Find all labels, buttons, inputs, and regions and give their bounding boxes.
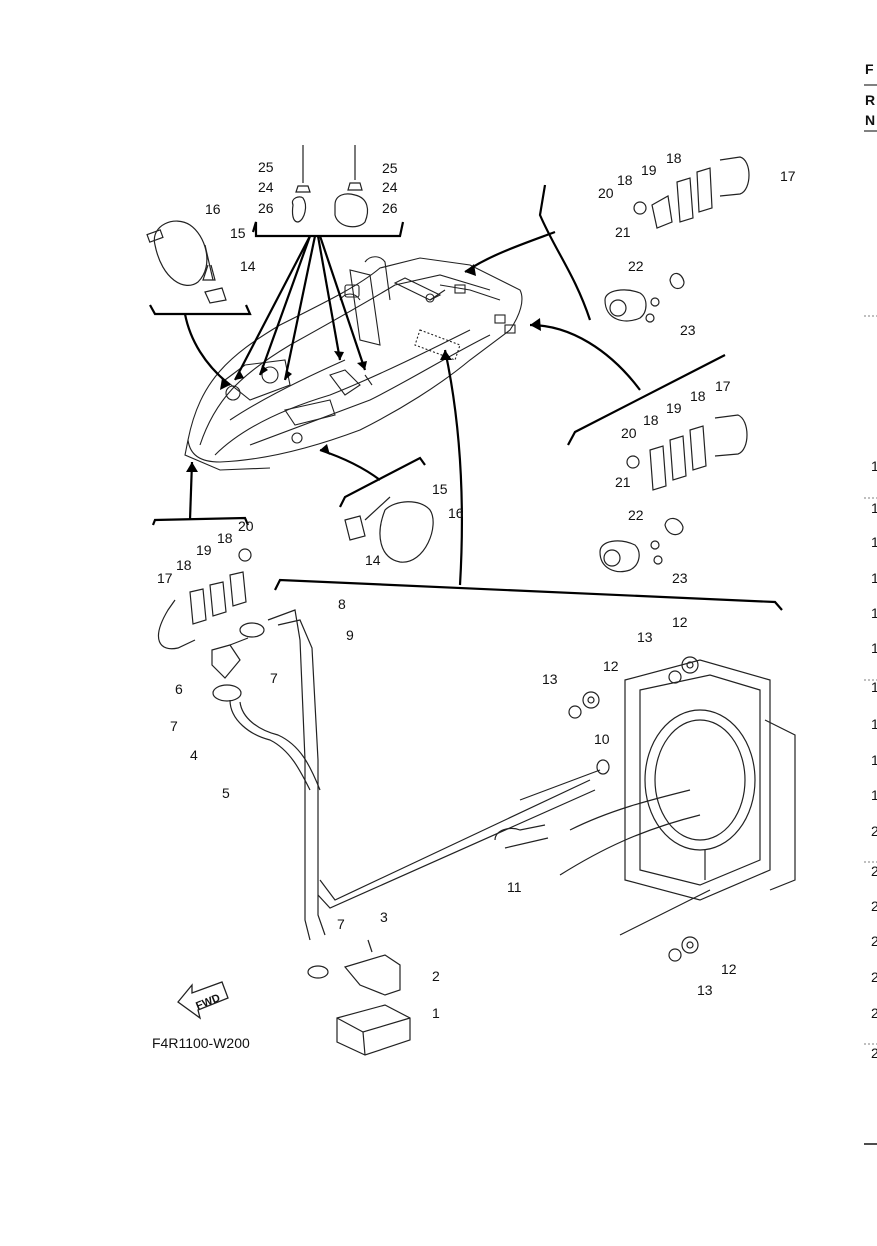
column-row-number: 2 xyxy=(871,898,877,914)
part-number-label: 11 xyxy=(507,879,522,895)
part-number-label: 19 xyxy=(641,162,657,178)
right-edge-column: F R N 1 1 1 1 1 1 1 1 1 1 2 2 2 2 2 2 2 xyxy=(864,61,877,1145)
part-number-label: 4 xyxy=(190,747,198,763)
part-number-label: 21 xyxy=(615,474,631,490)
part-number-label: 10 xyxy=(594,731,610,747)
part-number-label: 15 xyxy=(230,225,246,241)
column-row-number: 1 xyxy=(871,679,877,695)
part-number-label: 25 xyxy=(382,160,398,176)
part-number-label: 15 xyxy=(432,481,448,497)
part-number-label: 17 xyxy=(780,168,796,184)
column-header-n: N xyxy=(865,112,875,128)
fwd-arrow: FWD xyxy=(177,981,229,1020)
column-row-number: 1 xyxy=(871,500,877,516)
part-number-label: 18 xyxy=(643,412,659,428)
column-row-number: 2 xyxy=(871,1005,877,1021)
part-number-label: 5 xyxy=(222,785,230,801)
column-row-number: 2 xyxy=(871,933,877,949)
arrowheads xyxy=(186,264,541,472)
column-row-number: 1 xyxy=(871,605,877,621)
column-row-number: 2 xyxy=(871,823,877,839)
column-row-number: 1 xyxy=(871,752,877,768)
part-number-label: 18 xyxy=(617,172,633,188)
part-number-label: 18 xyxy=(176,557,192,573)
part-number-label: 12 xyxy=(603,658,619,674)
part-number-label: 24 xyxy=(258,179,274,195)
part-number-label: 1 xyxy=(432,1005,440,1021)
column-header-r: R xyxy=(865,92,875,108)
part-number-label: 20 xyxy=(621,425,637,441)
watercraft-hull-illustration xyxy=(184,256,523,471)
part-number-label: 18 xyxy=(217,530,233,546)
part-number-label: 19 xyxy=(666,400,682,416)
part-number-label: 23 xyxy=(680,322,696,338)
column-row-number: 1 xyxy=(871,458,877,474)
column-row-number: 1 xyxy=(871,787,877,803)
part-number-label: 13 xyxy=(637,629,653,645)
part-number-label: 7 xyxy=(170,718,178,734)
callout-leaders xyxy=(149,184,783,611)
column-row-number: 2 xyxy=(871,969,877,985)
diagram-code: F4R1100-W200 xyxy=(152,1035,250,1051)
part-number-label: 24 xyxy=(382,179,398,195)
part-number-label: 2 xyxy=(432,968,440,984)
part-number-label: 26 xyxy=(258,200,274,216)
column-row-number: 1 xyxy=(871,534,877,550)
column-row-number: 1 xyxy=(871,570,877,586)
part-number-label: 12 xyxy=(672,614,688,630)
part-number-label: 22 xyxy=(628,258,644,274)
part-number-label: 20 xyxy=(598,185,614,201)
part-number-label: 20 xyxy=(238,518,254,534)
column-rows: 1 1 1 1 1 1 1 1 1 1 2 2 2 2 2 2 2 xyxy=(871,458,877,1061)
small-part-illustrations xyxy=(146,145,796,1056)
part-number-label: 16 xyxy=(205,201,221,217)
column-row-number: 1 xyxy=(871,640,877,656)
part-number-label: 3 xyxy=(380,909,388,925)
column-row-number: 1 xyxy=(871,716,877,732)
part-number-label: 19 xyxy=(196,542,212,558)
part-number-label: 7 xyxy=(337,916,345,932)
part-number-label: 13 xyxy=(697,982,713,998)
column-header-f: F xyxy=(865,61,874,77)
part-number-label: 23 xyxy=(672,570,688,586)
part-number-label: 22 xyxy=(628,507,644,523)
part-number-label: 8 xyxy=(338,596,346,612)
column-row-number: 2 xyxy=(871,1045,877,1061)
part-number-label: 14 xyxy=(240,258,256,274)
part-number-label: 6 xyxy=(175,681,183,697)
part-number-label: 9 xyxy=(346,627,354,643)
part-number-label: 25 xyxy=(258,159,274,175)
part-number-label: 17 xyxy=(157,570,173,586)
part-number-label: 21 xyxy=(615,224,631,240)
part-number-label: 18 xyxy=(690,388,706,404)
part-number-label: 26 xyxy=(382,200,398,216)
part-number-label: 17 xyxy=(715,378,731,394)
part-number-label: 18 xyxy=(666,150,682,166)
fwd-label: FWD xyxy=(194,992,222,1013)
column-row-number: 2 xyxy=(871,863,877,879)
part-number-label: 12 xyxy=(721,961,737,977)
part-number-label: 14 xyxy=(365,552,381,568)
part-number-label: 16 xyxy=(448,505,464,521)
part-number-label: 13 xyxy=(542,671,558,687)
part-number-label: 7 xyxy=(270,670,278,686)
